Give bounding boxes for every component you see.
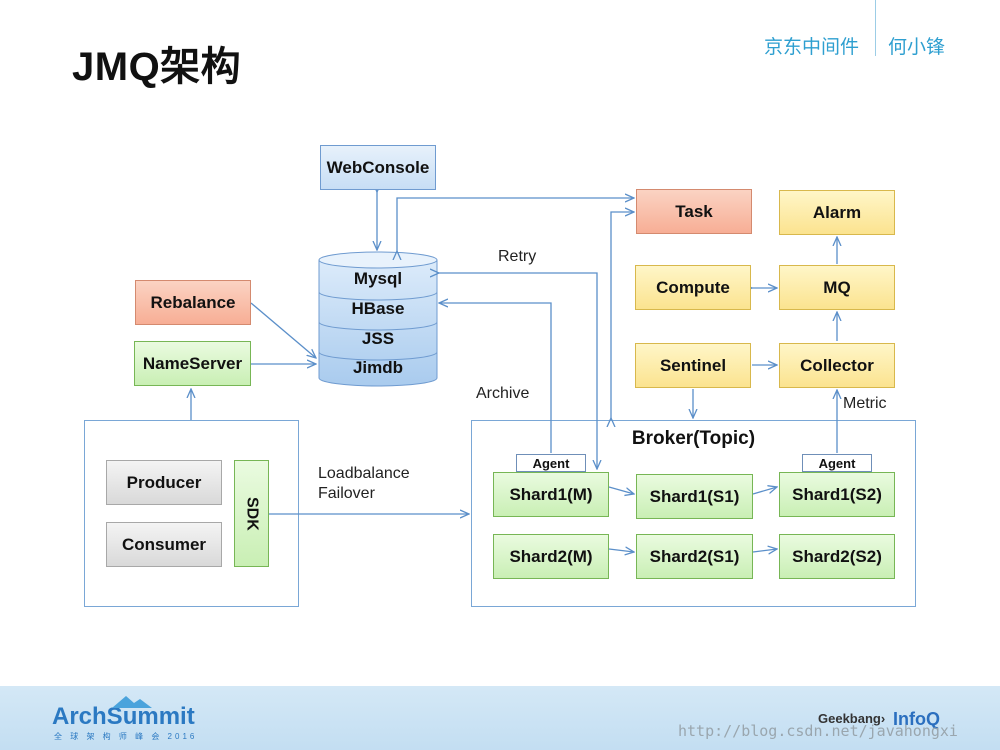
compute-node: Compute xyxy=(635,265,751,310)
collector-node: Collector xyxy=(779,343,895,388)
webconsole-node: WebConsole xyxy=(320,145,436,190)
sentinel-node: Sentinel xyxy=(635,343,751,388)
agent-master: Agent xyxy=(516,454,586,472)
sdk-label: SDK xyxy=(243,496,261,531)
mountain-icon xyxy=(112,696,152,708)
watermark-url: http://blog.csdn.net/javahongxi xyxy=(678,722,958,740)
agent-slave: Agent xyxy=(802,454,872,472)
shard2-slave2: Shard2(S2) xyxy=(779,534,895,579)
shard1-slave2: Shard1(S2) xyxy=(779,472,895,517)
shard1-master: Shard1(M) xyxy=(493,472,609,517)
failover-label: Failover xyxy=(318,485,375,502)
rebalance-node: Rebalance xyxy=(135,280,251,325)
geekbang-logo: Geekbang› xyxy=(818,711,886,726)
archive-label: Archive xyxy=(476,385,530,402)
metric-label: Metric xyxy=(843,395,887,412)
storage-mysql: Mysql xyxy=(353,269,403,288)
broker-title: Broker(Topic) xyxy=(631,428,756,449)
author-label: 何小锋 xyxy=(888,36,946,58)
shard1-slave1: Shard1(S1) xyxy=(636,474,753,519)
footer-bar xyxy=(0,686,1000,750)
storage-jimdb: Jimdb xyxy=(352,358,404,377)
header-divider xyxy=(875,0,876,56)
task-node: Task xyxy=(636,189,752,234)
storage-jss: JSS xyxy=(361,329,395,348)
archsummit-subtitle: 全 球 架 构 师 峰 会 2016 xyxy=(54,732,198,741)
shard2-slave1: Shard2(S1) xyxy=(636,534,753,579)
retry-label: Retry xyxy=(498,248,537,265)
storage-hbase: HBase xyxy=(351,299,405,318)
infoq-logo: InfoQ xyxy=(893,709,940,729)
nameserver-node: NameServer xyxy=(134,341,251,386)
mq-node: MQ xyxy=(779,265,895,310)
loadbalance-label: Loadbalance xyxy=(318,465,410,482)
alarm-node: Alarm xyxy=(779,190,895,235)
org-label: 京东中间件 xyxy=(764,36,860,58)
consumer-node: Consumer xyxy=(106,522,222,567)
producer-node: Producer xyxy=(106,460,222,505)
shard2-master: Shard2(M) xyxy=(493,534,609,579)
sdk-node: SDK xyxy=(234,460,269,567)
slide-title: JMQ架构 xyxy=(72,45,242,89)
